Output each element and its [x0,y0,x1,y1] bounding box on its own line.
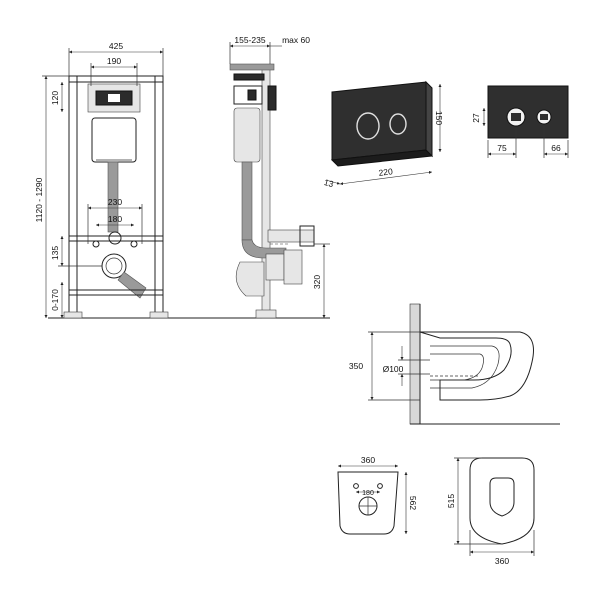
dim-outlet-height: 135 [50,246,60,260]
dim-drain-span: 180 [108,214,122,224]
bowl-rear-outline [337,471,399,535]
dim-top-offset: 120 [50,91,60,105]
dim-frame-width: 425 [109,41,123,51]
dim-bowl-height: 350 [349,361,363,371]
dim-bowl-width-bottom: 360 [495,556,509,566]
dim-bowl-length-bottom: 515 [446,494,456,508]
dim-plate-thickness: 13 [323,177,335,189]
frame-front-view: 425 190 120 1120 - 1290 230 180 135 0-17… [34,41,330,319]
dim-side-height: 320 [312,275,322,289]
flush-plate [331,81,427,161]
dim-plate-height: 150 [434,111,444,125]
dim-bowl-length-top: 562 [408,496,418,510]
bowl-rear-view: 360 180 562 [337,455,418,535]
dim-button-edge: 66 [551,143,561,153]
flush-plate-view: 150 220 13 [323,80,444,189]
bowl-side-section: 350 Ø100 [349,303,560,425]
flush-plate-front: 27 75 66 [471,85,569,158]
bowl-top-outline [469,457,535,545]
dim-plate-width: 220 [378,166,394,178]
dim-button-size: 27 [471,113,481,123]
frame-side-view: 155-235 max 60 320 [229,35,330,319]
dim-pipe-diameter: Ø100 [383,364,404,374]
fixing-hole-left [92,240,100,248]
dim-foot-range: 0-170 [50,289,60,311]
dim-button-spacing: 75 [497,143,507,153]
dim-depth-range: 155-235 [234,35,265,45]
dim-bowl-width-top: 360 [361,455,375,465]
bowl-top-view: 515 360 [446,457,535,566]
dim-height-range: 1120 - 1290 [34,177,44,222]
flush-button-small [389,113,407,135]
cistern [91,117,137,163]
dim-bracket-width: 190 [107,56,121,66]
bowl-profile [419,331,534,401]
dim-max-depth: max 60 [282,35,310,45]
flush-button-large [356,112,380,140]
fixing-hole-right [130,240,138,248]
dim-fixing-span: 230 [108,197,122,207]
dim-bowl-holes: 180 [362,490,374,497]
